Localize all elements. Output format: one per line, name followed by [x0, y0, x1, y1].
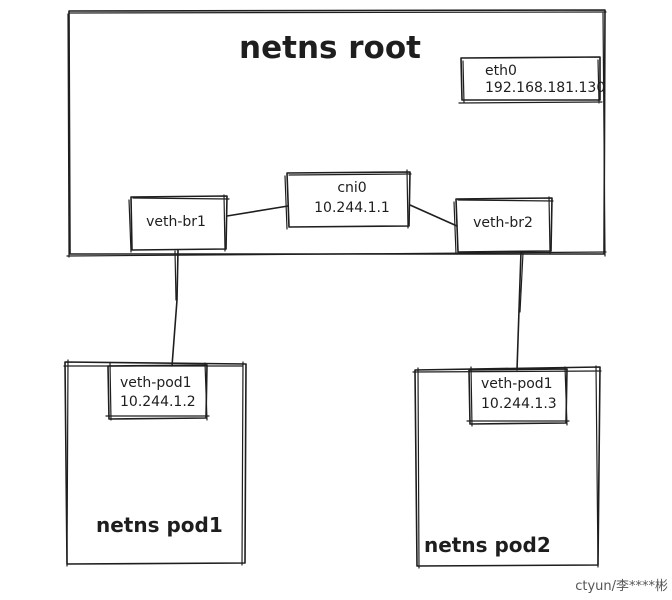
pod1-veth-name: veth-pod1	[120, 375, 192, 391]
eth0-name: eth0	[485, 63, 517, 79]
veth-br1-box	[128, 194, 230, 253]
pod2-veth-name: veth-pod1	[481, 376, 553, 392]
netns-root-box	[66, 9, 607, 258]
link-veth-br1-pod1	[171, 249, 179, 367]
netns-root-title: netns root	[239, 30, 421, 66]
pod2-veth-ip: 10.244.1.3	[481, 396, 557, 412]
veth-br1-label: veth-br1	[146, 214, 206, 230]
eth0-ip: 192.168.181.130	[485, 80, 605, 96]
pod2-veth-box	[466, 366, 570, 427]
cni0-name: cni0	[337, 180, 366, 196]
pod1-veth-ip: 10.244.1.2	[120, 394, 196, 410]
link-veth-br2-pod2	[516, 251, 522, 371]
netns-pod2-box	[412, 365, 602, 569]
netns-pod2-title: netns pod2	[424, 533, 551, 557]
cni0-box	[284, 169, 412, 230]
veth-br2-box	[453, 196, 554, 255]
link-veth-br1-cni0	[226, 205, 289, 217]
veth-br2-label: veth-br2	[473, 215, 533, 231]
cni0-ip: 10.244.1.1	[314, 200, 390, 216]
link-cni0-veth-br2	[409, 204, 458, 227]
netns-pod1-title: netns pod1	[96, 513, 223, 537]
watermark: ctyun/李****彬	[575, 579, 668, 594]
eth0-box	[458, 56, 603, 104]
pod1-veth-box	[105, 362, 210, 421]
